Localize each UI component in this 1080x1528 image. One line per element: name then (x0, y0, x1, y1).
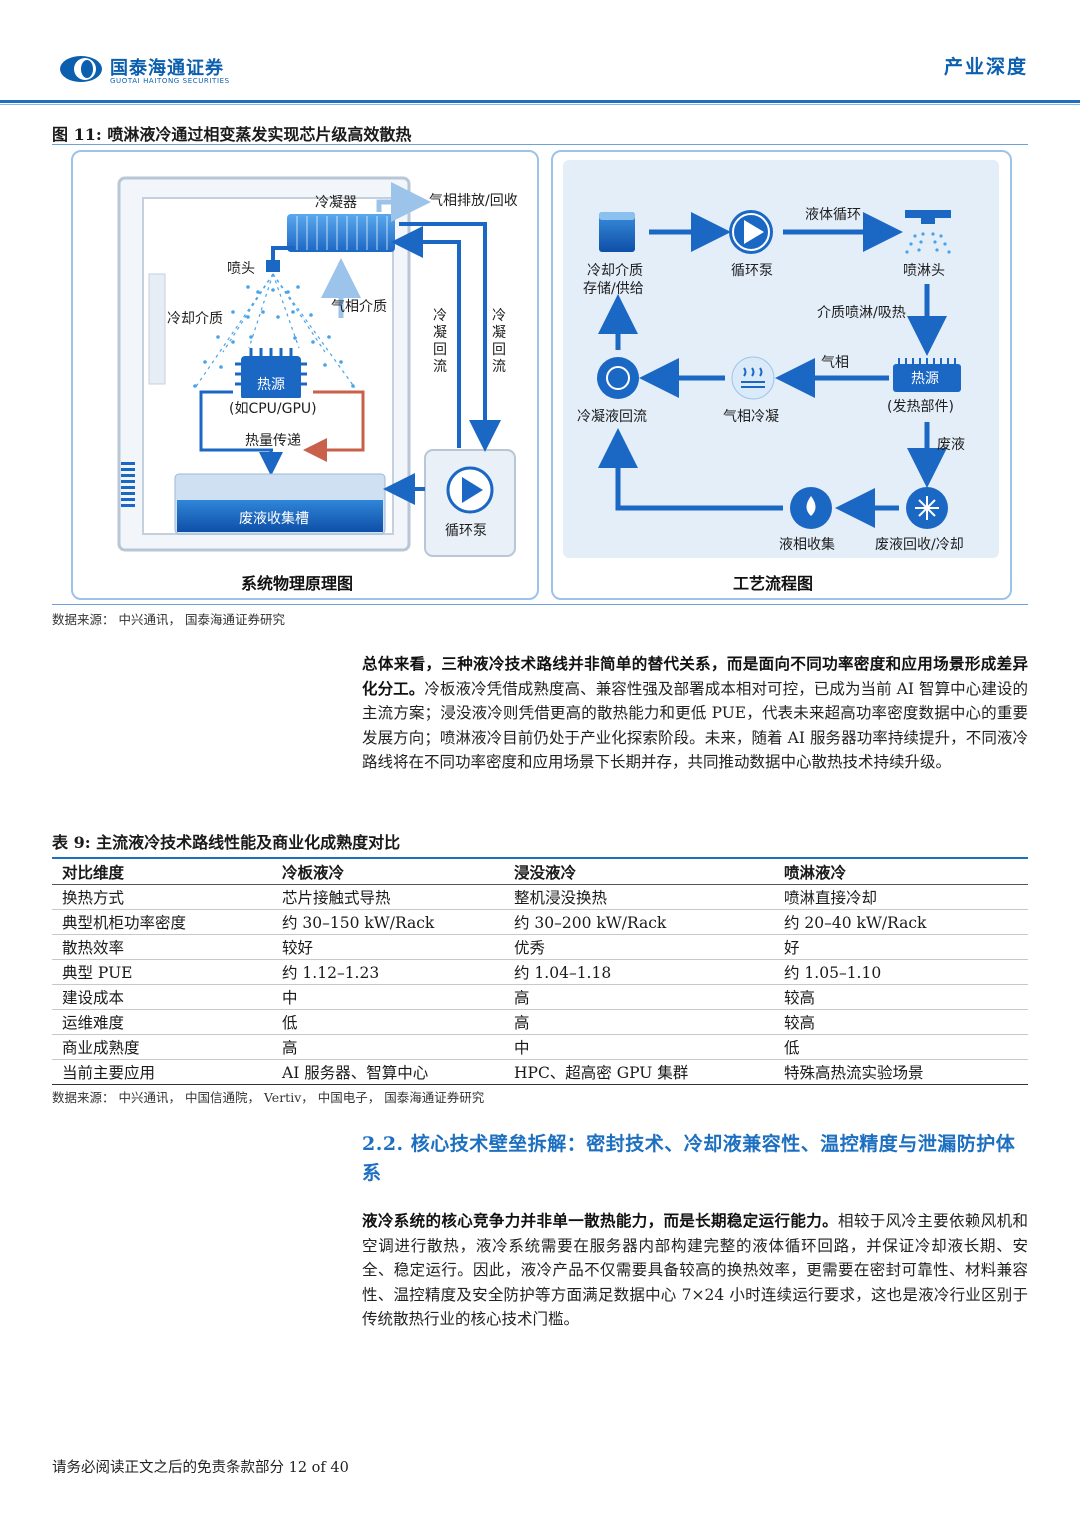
table-cell: 当前主要应用 (52, 1059, 272, 1085)
table-cell: 特殊高热流实验场景 (774, 1059, 1028, 1085)
table-cell: 低 (774, 1034, 1028, 1060)
document-category: 产业深度 (943, 56, 1028, 78)
table-cell: 低 (272, 1009, 504, 1035)
table-cell: 优秀 (504, 934, 774, 960)
chip-sub-label: (如CPU/GPU) (227, 398, 319, 418)
storage-label-line2: 存储/供给 (583, 281, 644, 297)
table-header-cell: 喷淋液冷 (774, 857, 1028, 885)
process-flow-panel: 冷却介质 存储/供给 循环泵 液体循环 喷淋头 介质喷淋/吸热 热源 (发热部件… (551, 150, 1012, 600)
system-principle-panel: 冷凝器 气相排放/回收 喷头 气相介质 冷却介质 热源 (如CPU/GPU) 热… (71, 150, 539, 600)
table-row: 换热方式芯片接触式导热整机浸没换热喷淋直接冷却 (52, 884, 1028, 910)
table-cell: 商业成熟度 (52, 1034, 272, 1060)
waste-tank-label: 废液收集槽 (239, 511, 309, 527)
table-header-cell: 冷板液冷 (272, 857, 504, 885)
table-header-row: 对比维度 冷板液冷 浸没液冷 喷淋液冷 (52, 857, 1028, 885)
vent-label: 气相排放/回收 (429, 193, 518, 209)
table-row: 商业成熟度高中低 (52, 1034, 1028, 1060)
figure-bottom-rule (52, 604, 1028, 605)
spray-absorb-label: 介质喷淋/吸热 (817, 305, 906, 321)
table-cell: 中 (504, 1034, 774, 1060)
core-paragraph-body: 相较于风冷主要依赖风机和空调进行散热，液冷系统需要在服务器内部构建完整的液体循环… (362, 1212, 1028, 1329)
waste-cool-label: 废液回收/冷却 (875, 537, 964, 553)
table-cell: 较好 (272, 934, 504, 960)
table-cell: 好 (774, 934, 1028, 960)
core-competitiveness-paragraph: 液冷系统的核心竞争力并非单一散热能力，而是长期稳定运行能力。相较于风冷主要依赖风… (362, 1209, 1028, 1332)
table-cell: 建设成本 (52, 984, 272, 1010)
table-row: 运维难度低高较高 (52, 1009, 1028, 1035)
circulation-pump-label: 循环泵 (731, 263, 773, 279)
heat-part-label: (发热部件) (887, 399, 954, 415)
table-header-cell: 浸没液冷 (504, 857, 774, 885)
table-cell: 约 30–150 kW/Rack (272, 909, 504, 935)
vapor-medium-label: 气相介质 (331, 299, 387, 315)
system-principle-diagram (117, 176, 516, 557)
table-cell: 约 20–40 kW/Rack (774, 909, 1028, 935)
coolant-label: 冷却介质 (167, 311, 223, 327)
table-cell: 散热效率 (52, 934, 272, 960)
chip-label: 热源 (257, 377, 285, 393)
table-cell: 约 1.05–1.10 (774, 959, 1028, 985)
summary-paragraph-bold: 总体来看，三种液冷技术路线并非简单的替代关系，而是面向不同功率密度和应用场景形成… (362, 654, 1028, 698)
liquid-cycle-label: 液体循环 (805, 207, 861, 223)
table-header-cell: 对比维度 (52, 857, 272, 885)
table-cell: 中 (272, 984, 504, 1010)
table-row: 建设成本中高较高 (52, 984, 1028, 1010)
condensate-return-label-1: 冷凝回流 (433, 308, 447, 375)
figure-title: 图 11: 喷淋液冷通过相变蒸发实现芯片级高效散热 (52, 125, 412, 144)
table-row: 散热效率较好优秀好 (52, 934, 1028, 960)
table-cell: 约 1.04–1.18 (504, 959, 774, 985)
table-cell: 喷淋直接冷却 (774, 884, 1028, 910)
condensate-return-label-2: 冷凝回流 (492, 308, 506, 375)
summary-paragraph: 总体来看，三种液冷技术路线并非简单的替代关系，而是面向不同功率密度和应用场景形成… (362, 652, 1028, 775)
pump-label: 循环泵 (445, 523, 487, 539)
table-cell: 较高 (774, 1009, 1028, 1035)
figure-title-rule (52, 144, 1028, 145)
nozzle-label: 喷头 (227, 261, 255, 277)
right-panel-caption: 工艺流程图 (733, 574, 814, 593)
header-divider-thin (0, 104, 1080, 105)
table-cell: 高 (504, 1009, 774, 1035)
table-cell: 高 (504, 984, 774, 1010)
waste-liquid-label: 废液 (937, 437, 965, 453)
condensate-return-label: 冷凝液回流 (577, 409, 647, 425)
heat-transfer-label: 热量传递 (245, 433, 301, 449)
table-cell: 换热方式 (52, 884, 272, 910)
logo-name: 国泰海通证券 (110, 58, 224, 79)
table-cell: 约 1.12–1.23 (272, 959, 504, 985)
table-cell: 芯片接触式导热 (272, 884, 504, 910)
spray-head-label: 喷淋头 (903, 263, 945, 279)
table-cell: 典型 PUE (52, 959, 272, 985)
table-cell: AI 服务器、智算中心 (272, 1059, 504, 1085)
storage-label-line1: 冷却介质 (587, 263, 643, 279)
table-cell: 整机浸没换热 (504, 884, 774, 910)
table-cell: 较高 (774, 984, 1028, 1010)
table-cell: HPC、超高密 GPU 集群 (504, 1059, 774, 1085)
heat-source-label: 热源 (911, 371, 939, 387)
vapor-condense-label: 气相冷凝 (723, 409, 779, 425)
logo-english-name: GUOTAI HAITONG SECURITIES (110, 77, 230, 85)
header-divider (0, 100, 1080, 103)
table-cell: 运维难度 (52, 1009, 272, 1035)
comparison-table: 对比维度 冷板液冷 浸没液冷 喷淋液冷 换热方式芯片接触式导热整机浸没换热喷淋直… (52, 857, 1028, 1085)
page-footer: 请务必阅读正文之后的免责条款部分 12 of 40 (52, 1460, 349, 1476)
table-source: 数据来源： 中兴通讯， 中国信通院， Vertiv， 中国电子， 国泰海通证券研… (52, 1090, 485, 1105)
section-heading: 2.2. 核心技术壁垒拆解：密封技术、冷却液兼容性、温控精度与泄漏防护体系 (362, 1133, 1016, 1184)
condenser-label: 冷凝器 (315, 195, 357, 211)
summary-paragraph-body: 冷板液冷凭借成熟度高、兼容性强及部署成本相对可控，已成为当前 AI 智算中心建设… (362, 679, 1028, 772)
core-paragraph-bold: 液冷系统的核心竞争力并非单一散热能力，而是长期稳定运行能力。 (362, 1211, 838, 1230)
table-cell: 典型机柜功率密度 (52, 909, 272, 935)
liquid-collect-label: 液相收集 (779, 537, 835, 553)
process-flow-diagram (597, 210, 961, 529)
company-logo-icon (60, 56, 102, 82)
table-cell: 约 30–200 kW/Rack (504, 909, 774, 935)
table-cell: 高 (272, 1034, 504, 1060)
table-title: 表 9: 主流液冷技术路线性能及商业化成熟度对比 (52, 833, 401, 852)
gas-phase-label: 气相 (821, 355, 849, 371)
figure-source: 数据来源： 中兴通讯， 国泰海通证券研究 (52, 612, 285, 627)
left-panel-caption: 系统物理原理图 (241, 574, 354, 593)
